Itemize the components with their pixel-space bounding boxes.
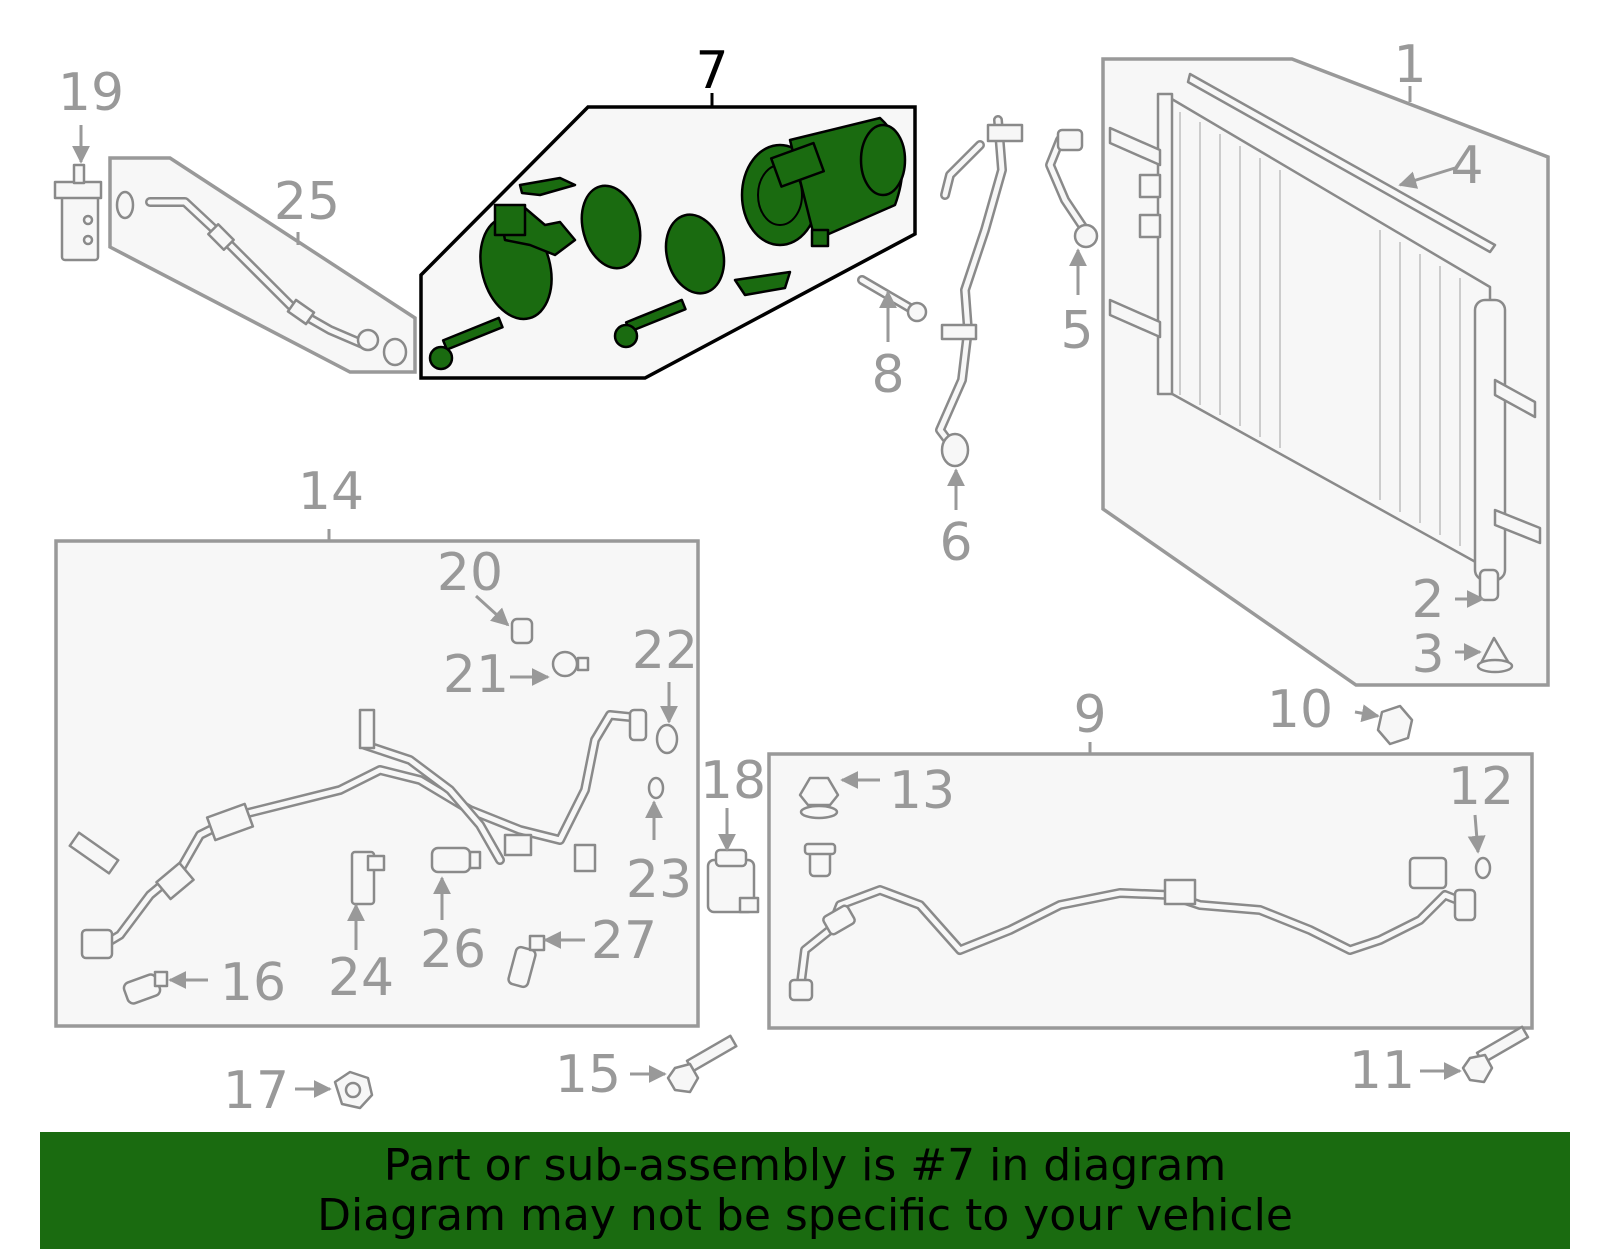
callout-9: 9 [1073,685,1106,745]
callout-10: 10 [1267,680,1333,740]
callout-11: 11 [1349,1041,1415,1101]
banner-line-2: Diagram may not be specific to your vehi… [317,1189,1293,1241]
callout-23: 23 [626,850,692,910]
callout-6: 6 [939,513,972,573]
callout-24: 24 [328,948,394,1008]
callout-19: 19 [58,63,124,123]
callout-13: 13 [889,761,955,821]
callout-1: 1 [1393,35,1426,95]
callout-16: 16 [220,953,286,1013]
callout-14: 14 [298,462,364,522]
compressor-bolt-right[interactable] [613,298,687,349]
info-banner: Part or sub-assembly is #7 in diagram Di… [40,1132,1570,1249]
compressor-group [419,93,917,380]
bolt-part-11[interactable] [1461,1025,1530,1084]
bolt-part-15[interactable] [666,1034,738,1094]
compressor-bolt-left[interactable] [428,316,504,371]
callout-8: 8 [871,345,904,405]
o-ring-part-23[interactable] [647,776,665,800]
callout-27: 27 [591,911,657,971]
bolt-part-8[interactable] [857,275,928,323]
compressor-assembly[interactable] [428,116,907,371]
cap-part-20[interactable] [510,617,534,645]
seal-strip-part[interactable] [1186,72,1497,254]
callout-2: 2 [1411,570,1444,630]
switch-part-26[interactable] [430,846,482,874]
callout-labels: 1 2 3 4 5 6 7 8 9 10 11 12 13 14 15 16 1… [58,35,1514,1121]
clip-part-3[interactable] [1476,636,1514,674]
callout-22: 22 [632,621,698,681]
condenser-part[interactable] [1108,92,1542,602]
callout-20: 20 [437,543,503,603]
condenser-group [1101,57,1550,687]
pressure-line-part[interactable] [788,856,1477,1002]
callout-21: 21 [443,645,509,705]
callout-3: 3 [1411,625,1444,685]
callout-17: 17 [223,1061,289,1121]
valve-core-part-21[interactable] [551,650,590,678]
condenser-fins [1179,112,1461,546]
callout-4: 4 [1450,136,1483,196]
callout-25: 25 [274,172,340,232]
o-ring-part-22[interactable] [655,723,679,755]
sensor-line-5[interactable] [1045,128,1099,249]
callout-12: 12 [1448,757,1514,817]
callout-26: 26 [420,920,486,980]
liquid-line-6[interactable] [935,115,1024,468]
nut-part-10[interactable] [1376,704,1414,746]
o-ring-part-12[interactable] [1474,856,1492,880]
expansion-valve-18[interactable] [706,848,760,914]
pressure-sensor-19[interactable] [53,163,103,262]
suction-line-part[interactable] [68,708,648,960]
pressure-line-group [767,742,1534,1030]
discharge-line-panel [108,156,417,374]
sensor-part-16[interactable] [122,970,169,1005]
bracket-part-24[interactable] [350,850,386,906]
callout-5: 5 [1060,301,1093,361]
callout-7: 7 [695,41,728,101]
nut-part-17[interactable] [333,1070,374,1110]
discharge-line-group [108,156,417,374]
banner-line-1: Part or sub-assembly is #7 in diagram [383,1139,1227,1191]
valve-cap-part-13[interactable] [798,776,840,878]
discharge-line-part[interactable] [115,190,408,367]
callout-18: 18 [700,751,766,811]
callout-15: 15 [555,1045,621,1105]
suction-line-group [54,529,700,1028]
